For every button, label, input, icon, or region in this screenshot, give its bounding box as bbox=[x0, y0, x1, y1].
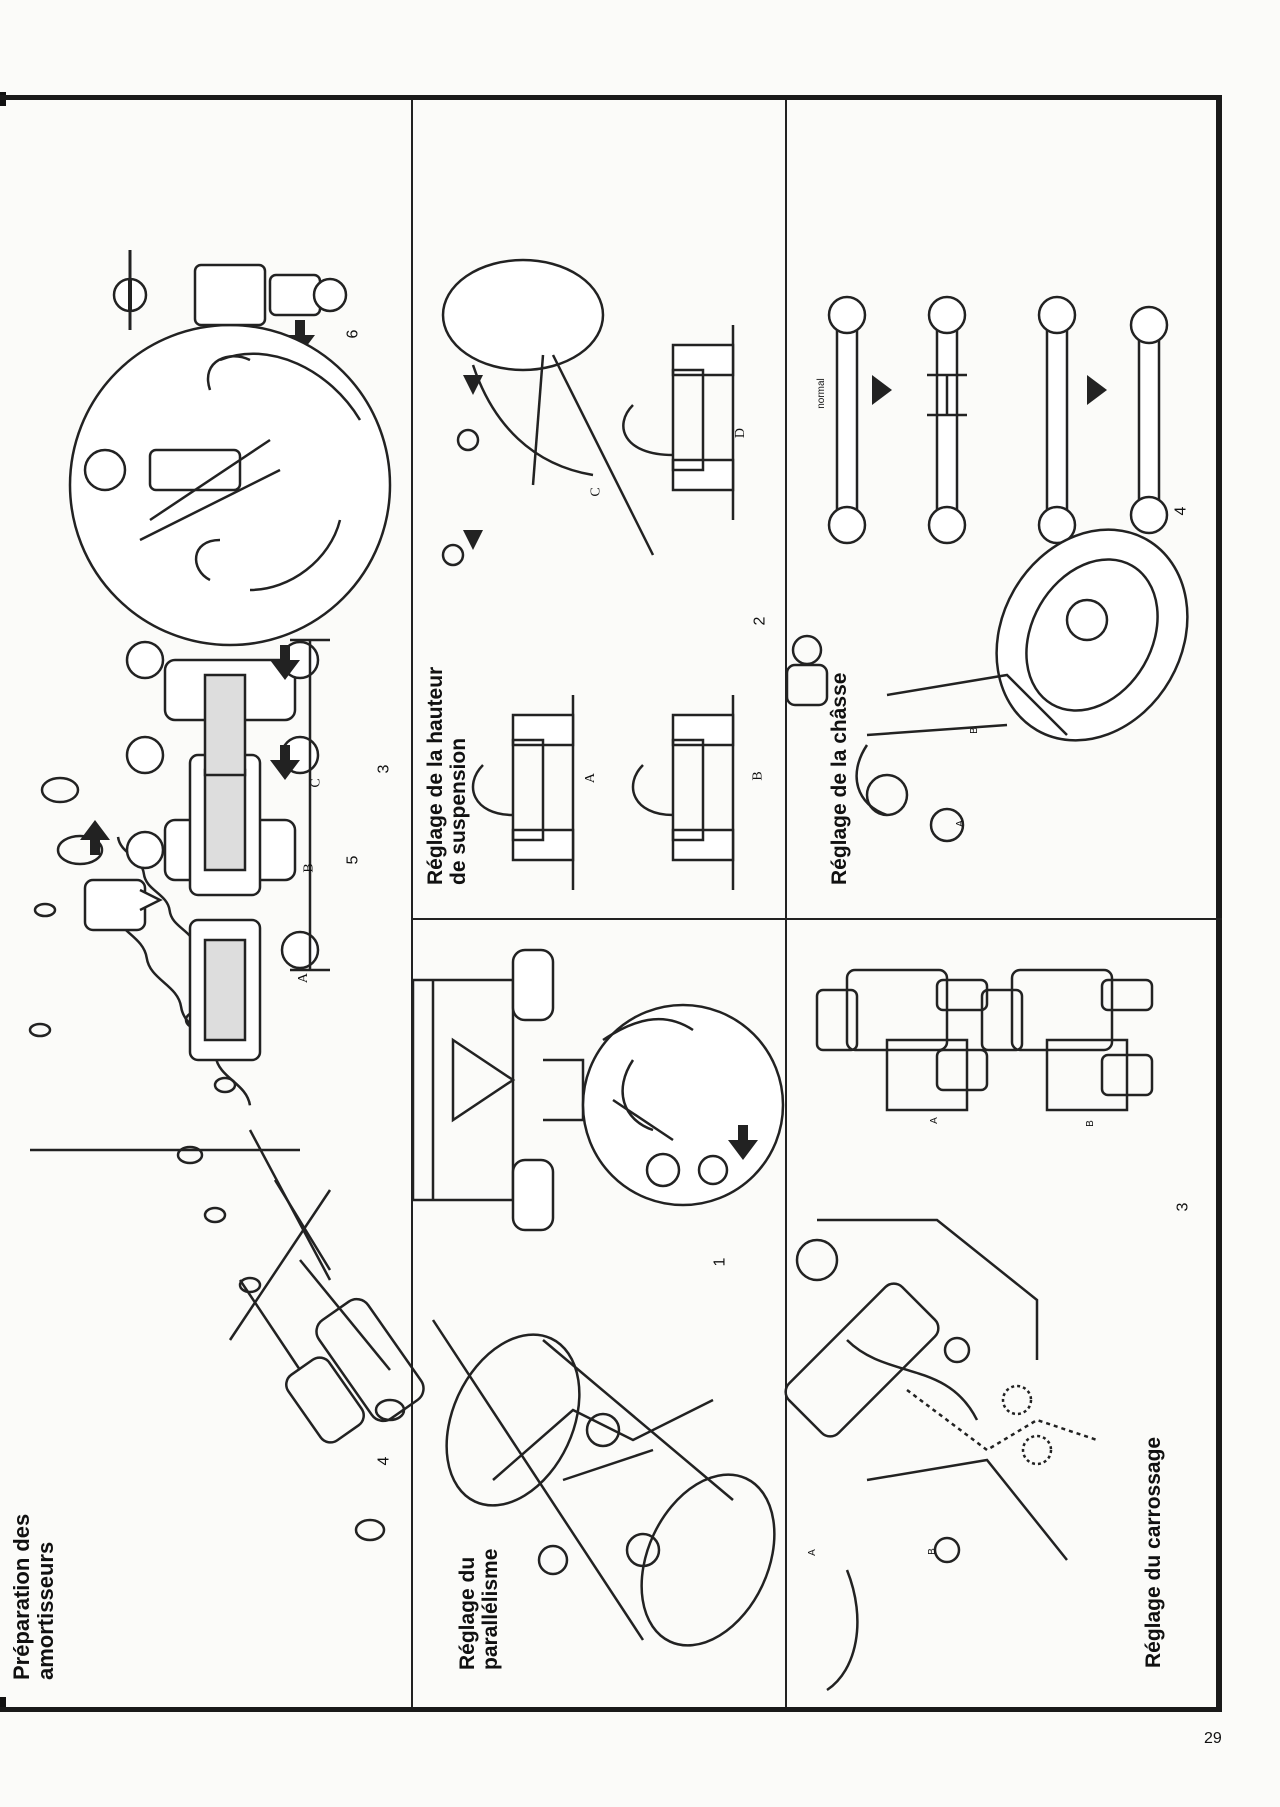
column-divider bbox=[411, 100, 413, 1707]
shock-exploded-illustration bbox=[28, 250, 425, 1542]
camber-label-b: B bbox=[1084, 1120, 1096, 1127]
caster-label-a: A bbox=[954, 820, 966, 827]
step-number-3: 3 bbox=[1174, 1202, 1192, 1212]
ride-height-label-c: C bbox=[588, 487, 604, 497]
camber-arc-label-a: A bbox=[806, 1549, 818, 1556]
step-number-3: 3 bbox=[375, 764, 393, 774]
normal-label: normal bbox=[815, 378, 827, 409]
step-number-6: 6 bbox=[344, 329, 362, 339]
ride-height-label-a: A bbox=[583, 772, 599, 784]
row-divider bbox=[411, 918, 1222, 920]
step-number-5: 5 bbox=[344, 855, 362, 865]
page-frame bbox=[0, 95, 1222, 1712]
step-number-4: 4 bbox=[1172, 506, 1190, 516]
step-number-2: 2 bbox=[751, 616, 769, 626]
registration-mark bbox=[0, 1697, 6, 1711]
shock-label-a: A bbox=[296, 972, 312, 984]
camber-arc-label-b: B bbox=[926, 1548, 938, 1555]
toe-illustration bbox=[411, 948, 785, 1647]
caster-illustration bbox=[785, 295, 1189, 843]
shock-label-b: B bbox=[301, 863, 317, 873]
page-number: 29 bbox=[1204, 1730, 1222, 1747]
ride-height-label-d: D bbox=[733, 427, 749, 439]
caster-label-b: B bbox=[968, 727, 980, 734]
shock-label-c: C bbox=[308, 778, 324, 788]
ride-height-illustration bbox=[441, 258, 735, 890]
step-number-4: 4 bbox=[375, 1456, 393, 1466]
camber-illustration bbox=[784, 968, 1154, 1692]
step-number-1: 1 bbox=[711, 1257, 729, 1267]
camber-label-a: A bbox=[928, 1117, 940, 1124]
ride-height-label-b: B bbox=[750, 771, 766, 781]
column-divider bbox=[785, 100, 787, 1707]
